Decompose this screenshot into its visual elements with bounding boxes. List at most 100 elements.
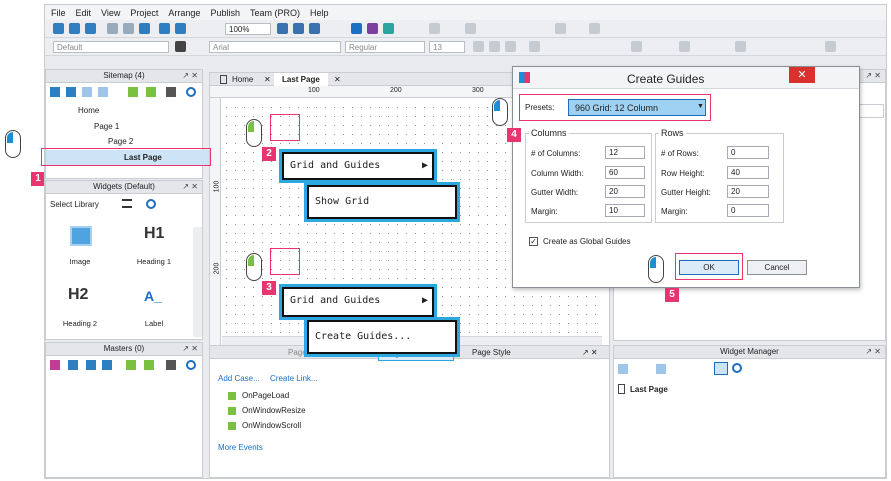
event-onwindowscroll[interactable]: OnWindowScroll bbox=[242, 421, 302, 430]
weight-select[interactable]: Regular bbox=[345, 41, 425, 53]
menu-file[interactable]: File bbox=[51, 8, 66, 18]
distribute-icon[interactable] bbox=[735, 41, 746, 52]
connector-icon[interactable] bbox=[293, 23, 304, 34]
menu-team[interactable]: Team (PRO) bbox=[249, 8, 300, 18]
row-margin-input[interactable]: 0 bbox=[727, 204, 769, 217]
ok-button[interactable]: OK bbox=[679, 260, 739, 275]
heading1-widget-icon[interactable]: H1 bbox=[144, 225, 165, 242]
move-up-icon[interactable] bbox=[656, 364, 666, 374]
col-count-input[interactable]: 12 bbox=[605, 146, 645, 159]
add-master-icon[interactable] bbox=[50, 360, 60, 370]
save-icon[interactable] bbox=[85, 23, 96, 34]
dialog-close-button[interactable]: ✕ bbox=[789, 67, 815, 83]
select-library-dropdown[interactable]: Select Library bbox=[50, 200, 99, 209]
tab-last-page-close-icon[interactable]: ✕ bbox=[334, 75, 341, 84]
sitemap-item-last-page[interactable]: Last Page bbox=[124, 153, 162, 162]
panel-controls-icon[interactable]: ↗ ✕ bbox=[182, 344, 198, 353]
widget-manager-item[interactable]: Last Page bbox=[630, 385, 668, 394]
indent-icon[interactable] bbox=[126, 360, 136, 370]
panel-controls-icon[interactable]: ↗ ✕ bbox=[865, 347, 881, 356]
delete-icon[interactable] bbox=[166, 360, 176, 370]
tab-page-style[interactable]: Page Style bbox=[472, 348, 511, 357]
new-icon[interactable] bbox=[53, 23, 64, 34]
add-folder-icon[interactable] bbox=[68, 360, 78, 370]
paste-icon[interactable] bbox=[139, 23, 150, 34]
presets-select[interactable]: 960 Grid: 12 Column bbox=[568, 99, 706, 116]
menu-item-grid-guides[interactable]: Grid and Guides bbox=[290, 160, 381, 171]
undo-icon[interactable] bbox=[159, 23, 170, 34]
panel-controls-icon[interactable]: ↗ ✕ bbox=[182, 71, 198, 80]
tab-last-page[interactable]: Last Page bbox=[274, 73, 328, 86]
move-down-icon[interactable] bbox=[102, 360, 112, 370]
indent-icon[interactable] bbox=[128, 87, 138, 97]
create-link-link[interactable]: Create Link... bbox=[270, 374, 318, 383]
heading2-widget-icon[interactable]: H2 bbox=[68, 286, 89, 303]
tab-home[interactable]: Home bbox=[232, 75, 254, 84]
redo-icon[interactable] bbox=[175, 23, 186, 34]
event-onpageload[interactable]: OnPageLoad bbox=[242, 391, 290, 400]
bold-icon[interactable] bbox=[473, 41, 484, 52]
italic-icon[interactable] bbox=[489, 41, 500, 52]
context-menu-grid-guides-2[interactable]: Grid and Guides▶ bbox=[282, 287, 434, 317]
shadow-icon[interactable] bbox=[589, 23, 600, 34]
fill-icon[interactable] bbox=[555, 23, 566, 34]
row-height-input[interactable]: 40 bbox=[727, 166, 769, 179]
label-widget-icon[interactable]: A_ bbox=[144, 288, 162, 304]
add-folder-icon[interactable] bbox=[66, 87, 76, 97]
share-icon[interactable] bbox=[367, 23, 378, 34]
outdent-icon[interactable] bbox=[146, 87, 156, 97]
menu-publish[interactable]: Publish bbox=[210, 8, 240, 18]
sitemap-item-page2[interactable]: Page 2 bbox=[108, 137, 134, 146]
align-icon[interactable] bbox=[529, 41, 540, 52]
move-down-icon[interactable] bbox=[98, 87, 108, 97]
more-events-link[interactable]: More Events bbox=[218, 443, 263, 452]
format-icon[interactable] bbox=[429, 23, 440, 34]
style-select[interactable]: Default bbox=[53, 41, 169, 53]
open-icon[interactable] bbox=[69, 23, 80, 34]
size-select[interactable]: 13 bbox=[429, 41, 465, 53]
line-icon[interactable] bbox=[465, 23, 476, 34]
event-onwindowresize[interactable]: OnWindowResize bbox=[242, 406, 306, 415]
font-select[interactable]: Arial bbox=[209, 41, 341, 53]
sitemap-item-home[interactable]: Home bbox=[78, 106, 100, 115]
context-menu-grid-guides[interactable]: Grid and Guides▶ bbox=[282, 152, 434, 180]
gutter-width-input[interactable]: 20 bbox=[605, 185, 645, 198]
search-icon[interactable] bbox=[146, 199, 156, 209]
global-guides-checkbox[interactable]: ✓ bbox=[529, 237, 538, 246]
preview-icon[interactable] bbox=[351, 23, 362, 34]
outdent-icon[interactable] bbox=[144, 360, 154, 370]
arrange-icon[interactable] bbox=[679, 41, 690, 52]
menu-icon[interactable] bbox=[122, 199, 132, 208]
cut-icon[interactable] bbox=[107, 23, 118, 34]
move-up-icon[interactable] bbox=[82, 87, 92, 97]
sitemap-item-page1[interactable]: Page 1 bbox=[94, 122, 120, 131]
panel-controls-icon[interactable]: ↗ ✕ bbox=[865, 71, 881, 80]
filter-icon[interactable] bbox=[714, 362, 728, 375]
menu-item-grid-guides-2[interactable]: Grid and Guides bbox=[290, 295, 381, 306]
gutter-height-input[interactable]: 20 bbox=[727, 185, 769, 198]
add-case-link[interactable]: Add Case... bbox=[218, 374, 260, 383]
align-right-icon[interactable] bbox=[825, 41, 836, 52]
cancel-button[interactable]: Cancel bbox=[747, 260, 807, 275]
image-widget-icon[interactable] bbox=[70, 226, 92, 246]
search-icon[interactable] bbox=[186, 87, 196, 97]
crop-icon[interactable] bbox=[309, 23, 320, 34]
delete-icon[interactable] bbox=[166, 87, 176, 97]
widgets-scrollbar[interactable] bbox=[193, 227, 202, 337]
menu-help[interactable]: Help bbox=[309, 8, 329, 18]
menu-view[interactable]: View bbox=[101, 8, 121, 18]
underline-icon[interactable] bbox=[505, 41, 516, 52]
menu-project[interactable]: Project bbox=[130, 8, 159, 18]
menu-item-show-grid[interactable]: Show Grid bbox=[315, 196, 370, 207]
row-count-input[interactable]: 0 bbox=[727, 146, 769, 159]
tab-home-close-icon[interactable]: ✕ bbox=[264, 75, 271, 84]
style-edit-icon[interactable] bbox=[175, 41, 186, 52]
search-icon[interactable] bbox=[186, 360, 196, 370]
panel-controls-icon[interactable]: ↗ ✕ bbox=[582, 348, 598, 357]
submenu-show-grid[interactable]: Show Grid bbox=[307, 185, 457, 219]
menu-edit[interactable]: Edit bbox=[75, 8, 92, 18]
menu-item-create-guides[interactable]: Create Guides... bbox=[315, 331, 412, 342]
col-width-input[interactable]: 60 bbox=[605, 166, 645, 179]
widget-manager-tool-icon[interactable] bbox=[618, 364, 628, 374]
zoom-select[interactable]: 100% bbox=[225, 23, 271, 35]
